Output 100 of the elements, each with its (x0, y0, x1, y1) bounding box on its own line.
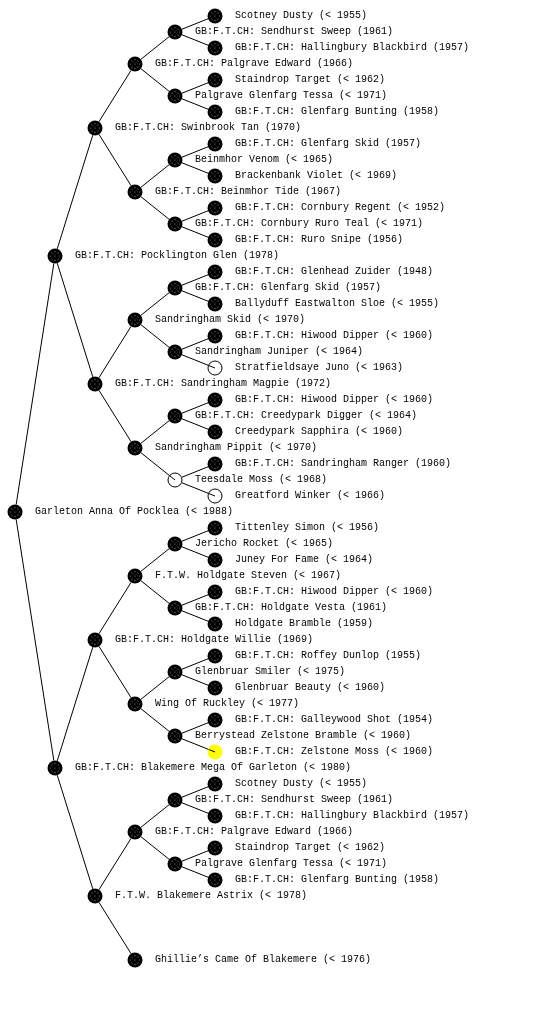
pedigree-name: F.T.W. Blakemere Astrix (< 1978) (115, 890, 308, 902)
pedigree-name: GB:F.T.CH: Glenfarg Skid (1957) (235, 138, 422, 150)
pedigree-name: GB:F.T.CH: Galleywood Shot (1954) (235, 714, 434, 726)
connector-line (181, 850, 209, 862)
connector-line (98, 645, 132, 699)
pedigree-name: Jericho Rocket (< 1965) (195, 538, 334, 550)
connector-line (15, 262, 55, 506)
connector-line (98, 389, 132, 443)
connector-line (181, 546, 209, 558)
connector-line (140, 836, 170, 860)
pedigree-name: GB:F.T.CH: Cornbury Regent (< 1952) (235, 202, 446, 214)
connector-line (140, 548, 170, 572)
pedigree-name: Holdgate Bramble (1959) (235, 618, 374, 630)
connector-line (56, 134, 94, 250)
pedigree-name: GB:F.T.CH: Sandringham Ranger (1960) (235, 458, 452, 470)
connector-line (181, 274, 209, 286)
connector-line (140, 196, 170, 220)
pedigree-name: GB:F.T.CH: Creedypark Digger (< 1964) (195, 410, 418, 422)
connector-line (98, 581, 132, 635)
pedigree-name: GB:F.T.CH: Zelstone Moss (< 1960) (235, 746, 434, 758)
connector-line (140, 36, 170, 60)
pedigree-name: Staindrop Target (< 1962) (235, 842, 386, 854)
connector-line (140, 708, 170, 732)
pedigree-name: GB:F.T.CH: Hallingbury Blackbird (1957) (235, 810, 470, 822)
connector-line (56, 774, 94, 890)
connector-line (181, 658, 209, 670)
pedigree-name: GB:F.T.CH: Blakemere Mega Of Garleton (< 1980) (75, 762, 352, 774)
connector-line (98, 325, 132, 379)
pedigree-name: GB:F.T.CH: Sendhurst Sweep (1961) (195, 794, 394, 806)
pedigree-name: Brackenbank Violet (< 1969) (235, 170, 398, 182)
pedigree-name: Sandringham Skid (< 1970) (155, 314, 306, 326)
pedigree-name: GB:F.T.CH: Hallingbury Blackbird (1957) (235, 42, 470, 54)
connector-line (181, 34, 209, 46)
connector-line (56, 262, 94, 378)
connector-line (181, 98, 209, 110)
pedigree-name: GB:F.T.CH: Palgrave Edward (1966) (155, 58, 354, 70)
connector-line (181, 290, 209, 302)
connector-line (181, 210, 209, 222)
connector-line (181, 610, 209, 622)
connector-line (140, 580, 170, 604)
connector-line (181, 722, 209, 734)
connector-line (181, 82, 209, 94)
pedigree-name: GB:F.T.CH: Hiwood Dipper (< 1960) (235, 394, 434, 406)
pedigree-name: Berrystead Zelstone Bramble (< 1960) (195, 730, 412, 742)
pedigree-name: GB:F.T.CH: Sendhurst Sweep (1961) (195, 26, 394, 38)
pedigree-name: Ghillie’s Came Of Blakemere (< 1976) (155, 954, 372, 966)
connector-line (181, 338, 209, 350)
connector-line (15, 518, 55, 762)
pedigree-name: Scotney Dusty (< 1955) (235, 778, 368, 790)
pedigree-name: Glenbruar Beauty (< 1960) (235, 682, 386, 694)
pedigree-name: Glenbruar Smiler (< 1975) (195, 666, 346, 678)
pedigree-name: GB:F.T.CH: Glenhead Zuider (1948) (235, 266, 434, 278)
connector-line (140, 324, 170, 348)
connector-line (140, 676, 170, 700)
pedigree-name: Garleton Anna Of Pocklea (< 1988) (35, 506, 234, 518)
connector-line (140, 420, 170, 444)
pedigree-name: GB:F.T.CH: Hiwood Dipper (< 1960) (235, 330, 434, 342)
pedigree-name: Juney For Fame (< 1964) (235, 554, 374, 566)
connector-line (140, 68, 170, 92)
pedigree-name: GB:F.T.CH: Holdgate Vesta (1961) (195, 602, 388, 614)
connector-line (98, 901, 132, 955)
connector-line (181, 354, 209, 366)
connector-line (181, 802, 209, 814)
connector-line (181, 466, 209, 478)
pedigree-name: Tittenley Simon (< 1956) (235, 522, 380, 534)
pedigree-name: GB:F.T.CH: Cornbury Ruro Teal (< 1971) (195, 218, 424, 230)
connector-line (98, 837, 132, 891)
pedigree-name: GB:F.T.CH: Holdgate Willie (1969) (115, 634, 314, 646)
pedigree-name: GB:F.T.CH: Swinbrook Tan (1970) (115, 122, 302, 134)
connector-line (181, 162, 209, 174)
connector-line (181, 402, 209, 414)
connector-line (181, 738, 209, 750)
pedigree-name: Teesdale Moss (< 1968) (195, 474, 328, 486)
connector-line (181, 18, 209, 30)
connector-line (181, 146, 209, 158)
pedigree-name: Scotney Dusty (< 1955) (235, 10, 368, 22)
pedigree-name: Sandringham Pippit (< 1970) (155, 442, 318, 454)
connector-line (181, 674, 209, 686)
pedigree-name: Palgrave Glenfarg Tessa (< 1971) (195, 858, 388, 870)
pedigree-name: GB:F.T.CH: Hiwood Dipper (< 1960) (235, 586, 434, 598)
connector-line (98, 133, 132, 187)
pedigree-name: GB:F.T.CH: Glenfarg Bunting (1958) (235, 874, 440, 886)
connector-line (181, 594, 209, 606)
pedigree-name: Palgrave Glenfarg Tessa (< 1971) (195, 90, 388, 102)
pedigree-name: Greatford Winker (< 1966) (235, 490, 386, 502)
connector-line (140, 452, 170, 476)
pedigree-name: GB:F.T.CH: Beinmhor Tide (1967) (155, 186, 342, 198)
connector-line (98, 69, 132, 123)
pedigree-name: Sandringham Juniper (< 1964) (195, 346, 364, 358)
connector-line (140, 164, 170, 188)
pedigree-name: F.T.W. Holdgate Steven (< 1967) (155, 570, 342, 582)
connector-line (181, 418, 209, 430)
connector-line (56, 646, 94, 762)
pedigree-name: GB:F.T.CH: Palgrave Edward (1966) (155, 826, 354, 838)
pedigree-name: Wing Of Ruckley (< 1977) (155, 698, 300, 710)
connector-line (181, 482, 209, 494)
pedigree-name: GB:F.T.CH: Glenfarg Bunting (1958) (235, 106, 440, 118)
pedigree-name: Beinmhor Venom (< 1965) (195, 154, 334, 166)
connector-line (140, 292, 170, 316)
pedigree-name: GB:F.T.CH: Pocklington Glen (1978) (75, 250, 280, 262)
